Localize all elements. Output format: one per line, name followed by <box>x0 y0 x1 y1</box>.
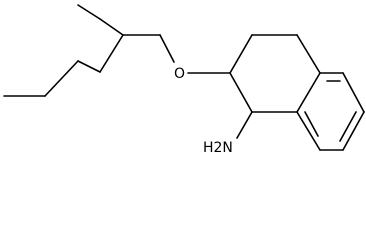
bond <box>236 111 253 139</box>
chemical-structure-diagram: O H2N <box>3 4 365 153</box>
atom-label-amine: H2N <box>203 140 233 153</box>
bond <box>342 111 365 151</box>
double-bond-line <box>339 111 357 142</box>
bond <box>296 72 321 113</box>
bond <box>296 111 321 151</box>
double-bond-line <box>304 111 319 137</box>
bond <box>99 18 124 36</box>
bond <box>159 34 175 63</box>
bond <box>77 60 101 73</box>
bond <box>229 34 253 74</box>
atom-label-oxygen: O <box>174 66 185 82</box>
bond <box>296 34 321 74</box>
bond <box>229 72 253 113</box>
bond <box>342 72 365 113</box>
bond <box>99 34 124 73</box>
bond-lines <box>3 4 365 151</box>
bond <box>44 60 79 97</box>
bond <box>77 4 101 20</box>
